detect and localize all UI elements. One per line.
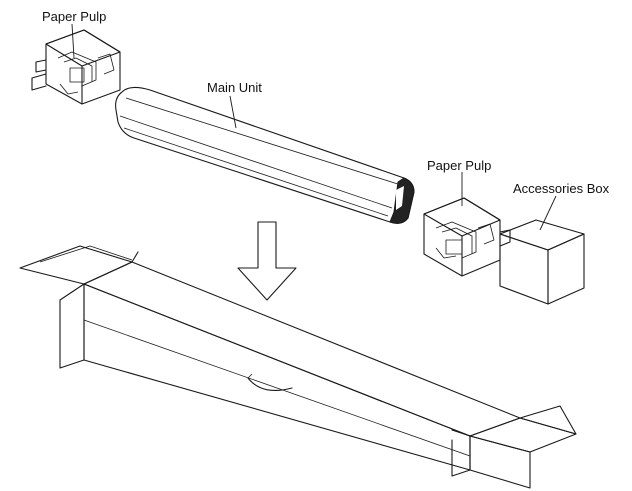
leader-line-pulp-left (71, 23, 75, 59)
label-paper-pulp-right: Paper Pulp (427, 158, 492, 173)
paper-pulp-left-part (31, 29, 121, 105)
paper-pulp-right-part (423, 197, 511, 277)
label-main-unit: Main Unit (207, 80, 262, 95)
carton-box-part (19, 245, 577, 489)
leader-line-accessories (539, 195, 557, 231)
accessories-box-part (499, 219, 585, 305)
down-arrow-icon (237, 221, 297, 301)
label-accessories-box: Accessories Box (513, 181, 610, 196)
label-paper-pulp-left: Paper Pulp (42, 9, 107, 24)
main-unit-part (115, 86, 415, 224)
leader-line-main-unit (229, 95, 237, 129)
